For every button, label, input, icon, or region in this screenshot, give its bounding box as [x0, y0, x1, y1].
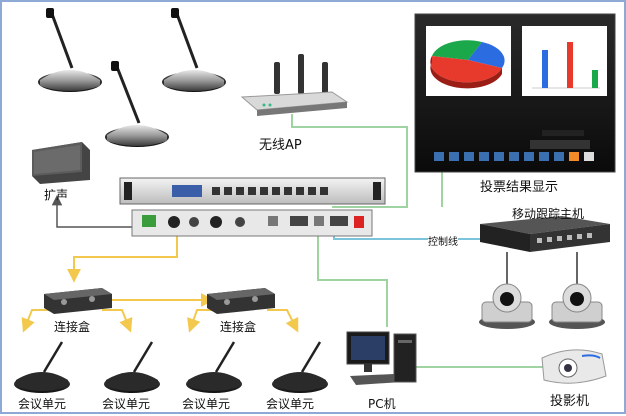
label-unit-3: 会议单元	[182, 397, 231, 411]
cable-box1-unit1	[21, 309, 52, 333]
speaker-icon	[32, 142, 90, 184]
microphone-icon	[105, 61, 169, 147]
label-junction-box-right: 连接盒	[220, 320, 257, 334]
tracking-host-icon	[480, 216, 610, 252]
label-control-line: 控制线	[428, 233, 458, 248]
label-tracking-host: 移动跟踪主机	[512, 207, 585, 221]
microphone-icon	[162, 8, 226, 92]
label-speaker: 扩声	[44, 188, 69, 202]
label-projector: 投影机	[550, 394, 590, 409]
label-vote-display: 投票结果显示	[480, 180, 559, 195]
voting-display-icon	[414, 13, 616, 173]
wireless-router-icon	[240, 54, 349, 116]
ptz-camera-icon	[549, 283, 605, 329]
label-junction-box-left: 连接盒	[54, 320, 91, 334]
microphone-icon	[38, 8, 102, 92]
cable-box2-unit3	[187, 309, 217, 333]
junction-box-icon	[207, 288, 275, 314]
cable-host-to-boxes	[67, 234, 178, 283]
label-unit-1: 会议单元	[18, 397, 67, 411]
label-pc: PC机	[368, 397, 396, 411]
label-unit-4: 会议单元	[266, 397, 315, 411]
cable-box2-unit4	[267, 309, 299, 333]
cable-ap-to-host	[291, 114, 408, 208]
label-unit-2: 会议单元	[102, 397, 151, 411]
conference-host-icon	[119, 177, 386, 237]
cable-speaker	[51, 194, 137, 228]
projector-icon	[541, 349, 607, 384]
microphone-icon	[186, 341, 242, 393]
cable-host-to-pc	[317, 234, 388, 327]
microphone-icon	[104, 341, 160, 393]
microphone-icon	[14, 341, 70, 393]
label-wireless-ap: 无线AP	[259, 138, 302, 153]
pc-icon	[346, 331, 417, 385]
ptz-camera-icon	[479, 283, 535, 329]
cable-box1-unit2	[102, 309, 133, 333]
microphone-icon	[272, 341, 328, 393]
junction-box-icon	[44, 288, 112, 314]
